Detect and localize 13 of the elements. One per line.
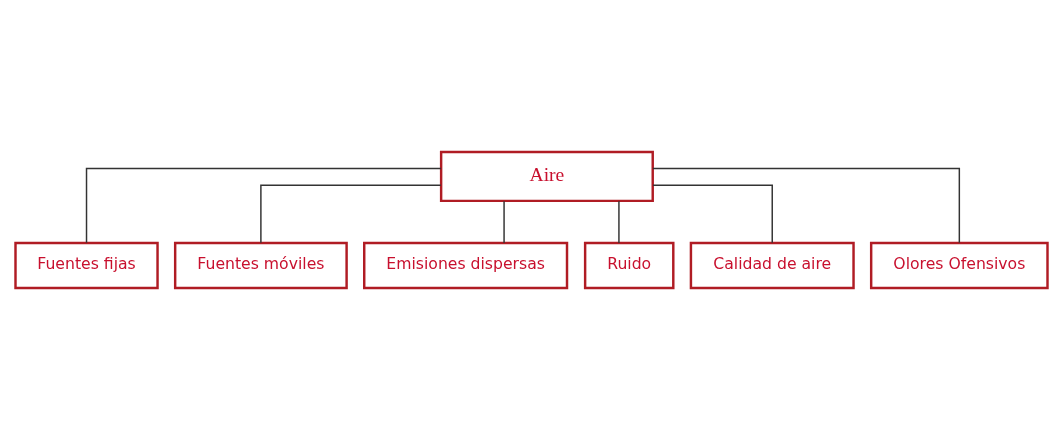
node-box: Aire — [439, 150, 654, 203]
connector — [652, 184, 773, 244]
node-box: Emisiones dispersas — [363, 241, 569, 290]
connector — [652, 167, 961, 244]
node-box: Ruido — [583, 241, 675, 290]
connector — [503, 200, 505, 244]
connector — [85, 167, 442, 244]
connector — [260, 184, 442, 244]
node-box: Calidad de aire — [689, 241, 855, 290]
connector — [618, 200, 620, 244]
node-box: Fuentes móviles — [173, 241, 348, 290]
node-box: Fuentes fijas — [14, 241, 159, 290]
node-box: Olores Ofensivos — [869, 241, 1049, 290]
